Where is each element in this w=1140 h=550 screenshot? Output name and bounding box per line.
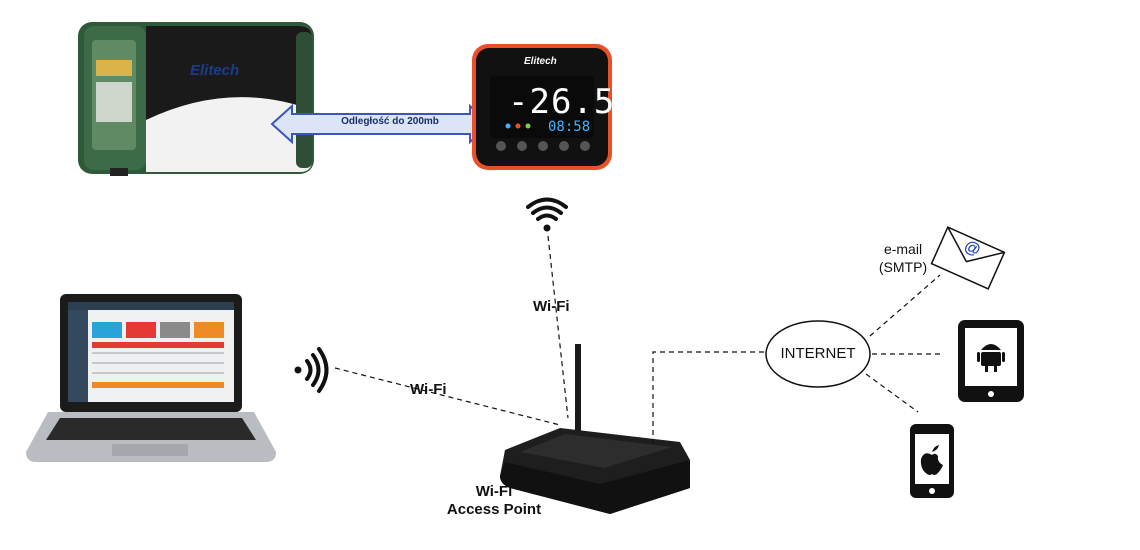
connections — [334, 235, 944, 444]
time-readout: 08:58 — [548, 119, 591, 135]
email-label: e-mail (SMTP) — [868, 240, 938, 276]
internet-label: INTERNET — [780, 345, 856, 362]
internet-ellipse — [765, 320, 871, 388]
access-point-label: Wi-Fi Access Point — [436, 483, 552, 519]
android-tablet-icon — [958, 320, 1024, 402]
email-label-line2: (SMTP) — [878, 259, 928, 275]
controller-brand-logo: Elitech — [524, 56, 557, 67]
cabinet-brand-logo: Elitech — [190, 62, 240, 79]
wifi-label-left: Wi-Fi — [410, 381, 447, 398]
temperature-controller — [472, 44, 612, 170]
wifi-signal-icon-left — [294, 347, 329, 393]
wifi-router — [500, 344, 690, 514]
apple-phone-icon — [910, 424, 954, 498]
access-point-label-line1: Wi-Fi — [475, 483, 513, 500]
envelope-at-icon: @ — [930, 226, 1006, 290]
svg-text:@: @ — [962, 237, 983, 259]
wifi-label-top: Wi-Fi — [533, 298, 570, 315]
laptop — [26, 294, 276, 462]
cabinet-controller — [78, 22, 314, 176]
email-label-line1: e-mail — [883, 241, 923, 257]
temperature-readout: -26.5 — [508, 82, 616, 122]
distance-arrow-label: Odległość do 200mb — [341, 116, 439, 127]
wifi-signal-icon-top — [526, 197, 568, 232]
access-point-label-line2: Access Point — [446, 501, 542, 518]
